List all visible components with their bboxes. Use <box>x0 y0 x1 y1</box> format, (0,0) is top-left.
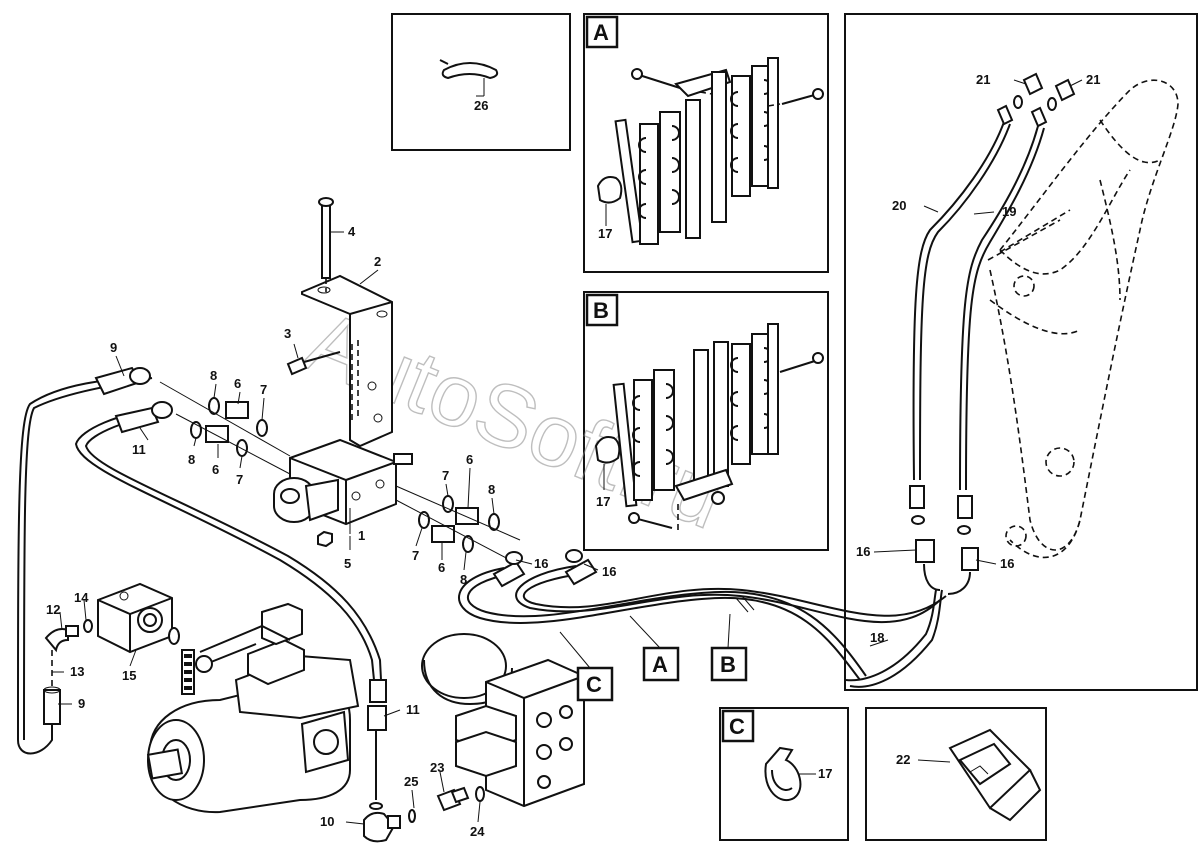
valve-block-drawing <box>273 438 413 548</box>
callout-24: 24 <box>470 824 485 839</box>
switch-drawing <box>948 728 1042 822</box>
callout-8d: 8 <box>460 572 467 587</box>
detail-tag-b-on-hose: B <box>710 613 748 682</box>
callout-8c: 8 <box>488 482 495 497</box>
callout-4: 4 <box>348 224 356 239</box>
clamp-assembly-a-drawing <box>596 57 824 245</box>
callout-21b: 21 <box>1086 72 1100 87</box>
callout-15: 15 <box>122 668 136 683</box>
callout-13: 13 <box>70 664 84 679</box>
callout-8b: 8 <box>188 452 195 467</box>
callout-leaders <box>52 79 1083 825</box>
detail-tag-a-corner: A <box>585 15 619 49</box>
callout-20: 20 <box>892 198 906 213</box>
callout-11b: 11 <box>406 702 420 717</box>
callout-6a: 6 <box>234 376 241 391</box>
callout-2: 2 <box>374 254 381 269</box>
fittings-right-drawing <box>395 485 521 561</box>
callout-7a: 7 <box>260 382 267 397</box>
clamp-assembly-b-drawing <box>594 323 824 534</box>
callout-6d: 6 <box>438 560 445 575</box>
callout-25: 25 <box>404 774 418 789</box>
svg-text:B: B <box>593 298 609 323</box>
flange-block-drawing <box>43 582 195 725</box>
inset-frame-detail-c <box>719 707 849 841</box>
callout-16d: 16 <box>1000 556 1014 571</box>
callout-5: 5 <box>344 556 351 571</box>
callout-23: 23 <box>430 760 444 775</box>
callout-1: 1 <box>358 528 365 543</box>
callout-7c: 7 <box>442 468 449 483</box>
svg-text:A: A <box>593 20 609 45</box>
hydraulic-pump-drawing <box>146 602 360 814</box>
hoses-drawing <box>16 366 947 755</box>
callout-9b: 9 <box>78 696 85 711</box>
detail-tag-c-on-hose: C <box>559 631 614 702</box>
svg-text:A: A <box>652 652 668 677</box>
callout-6c: 6 <box>466 452 473 467</box>
inset-frame-detail-a <box>583 13 829 273</box>
callout-16c: 16 <box>856 544 870 559</box>
callout-17a: 17 <box>598 226 612 241</box>
lower-fittings-drawing <box>363 679 485 843</box>
callout-19: 19 <box>1002 204 1016 219</box>
callout-21a: 21 <box>976 72 990 87</box>
callout-22: 22 <box>896 752 910 767</box>
detail-tag-c-corner: C <box>721 709 755 743</box>
callout-6b: 6 <box>212 462 219 477</box>
fittings-left-drawing <box>159 381 291 475</box>
callout-7b: 7 <box>236 472 243 487</box>
callout-16a: 16 <box>534 556 548 571</box>
bracket-drawing <box>286 197 393 448</box>
callout-7d: 7 <box>412 548 419 563</box>
boom-drawing <box>909 72 1179 595</box>
inset-frame-cable-tie <box>391 13 571 151</box>
callout-9a: 9 <box>110 340 117 355</box>
svg-text:C: C <box>586 672 602 697</box>
callout-17c: 17 <box>818 766 832 781</box>
callout-16b: 16 <box>602 564 616 579</box>
inset-frame-boom <box>844 13 1198 691</box>
clamp-c-drawing <box>764 746 816 801</box>
inset-frame-switch <box>865 707 1047 841</box>
detail-tag-b-corner: B <box>585 293 619 327</box>
cable-tie-drawing <box>439 59 499 96</box>
callout-11a: 11 <box>132 442 146 457</box>
inset-frame-detail-b <box>583 291 829 551</box>
callout-26: 26 <box>474 98 488 113</box>
callout-3: 3 <box>284 326 291 341</box>
svg-text:B: B <box>720 652 736 677</box>
callouts: 1 2 3 4 5 6 6 6 6 7 7 7 7 8 8 8 8 9 9 10… <box>46 72 1100 839</box>
detail-tag-a-on-hose: A <box>629 615 680 682</box>
callout-18: 18 <box>870 630 884 645</box>
callout-8a: 8 <box>210 368 217 383</box>
callout-17b: 17 <box>596 494 610 509</box>
callout-12: 12 <box>46 602 60 617</box>
svg-text:C: C <box>729 714 745 739</box>
callout-14: 14 <box>74 590 89 605</box>
callout-10: 10 <box>320 814 334 829</box>
control-valve-drawing <box>421 633 585 808</box>
